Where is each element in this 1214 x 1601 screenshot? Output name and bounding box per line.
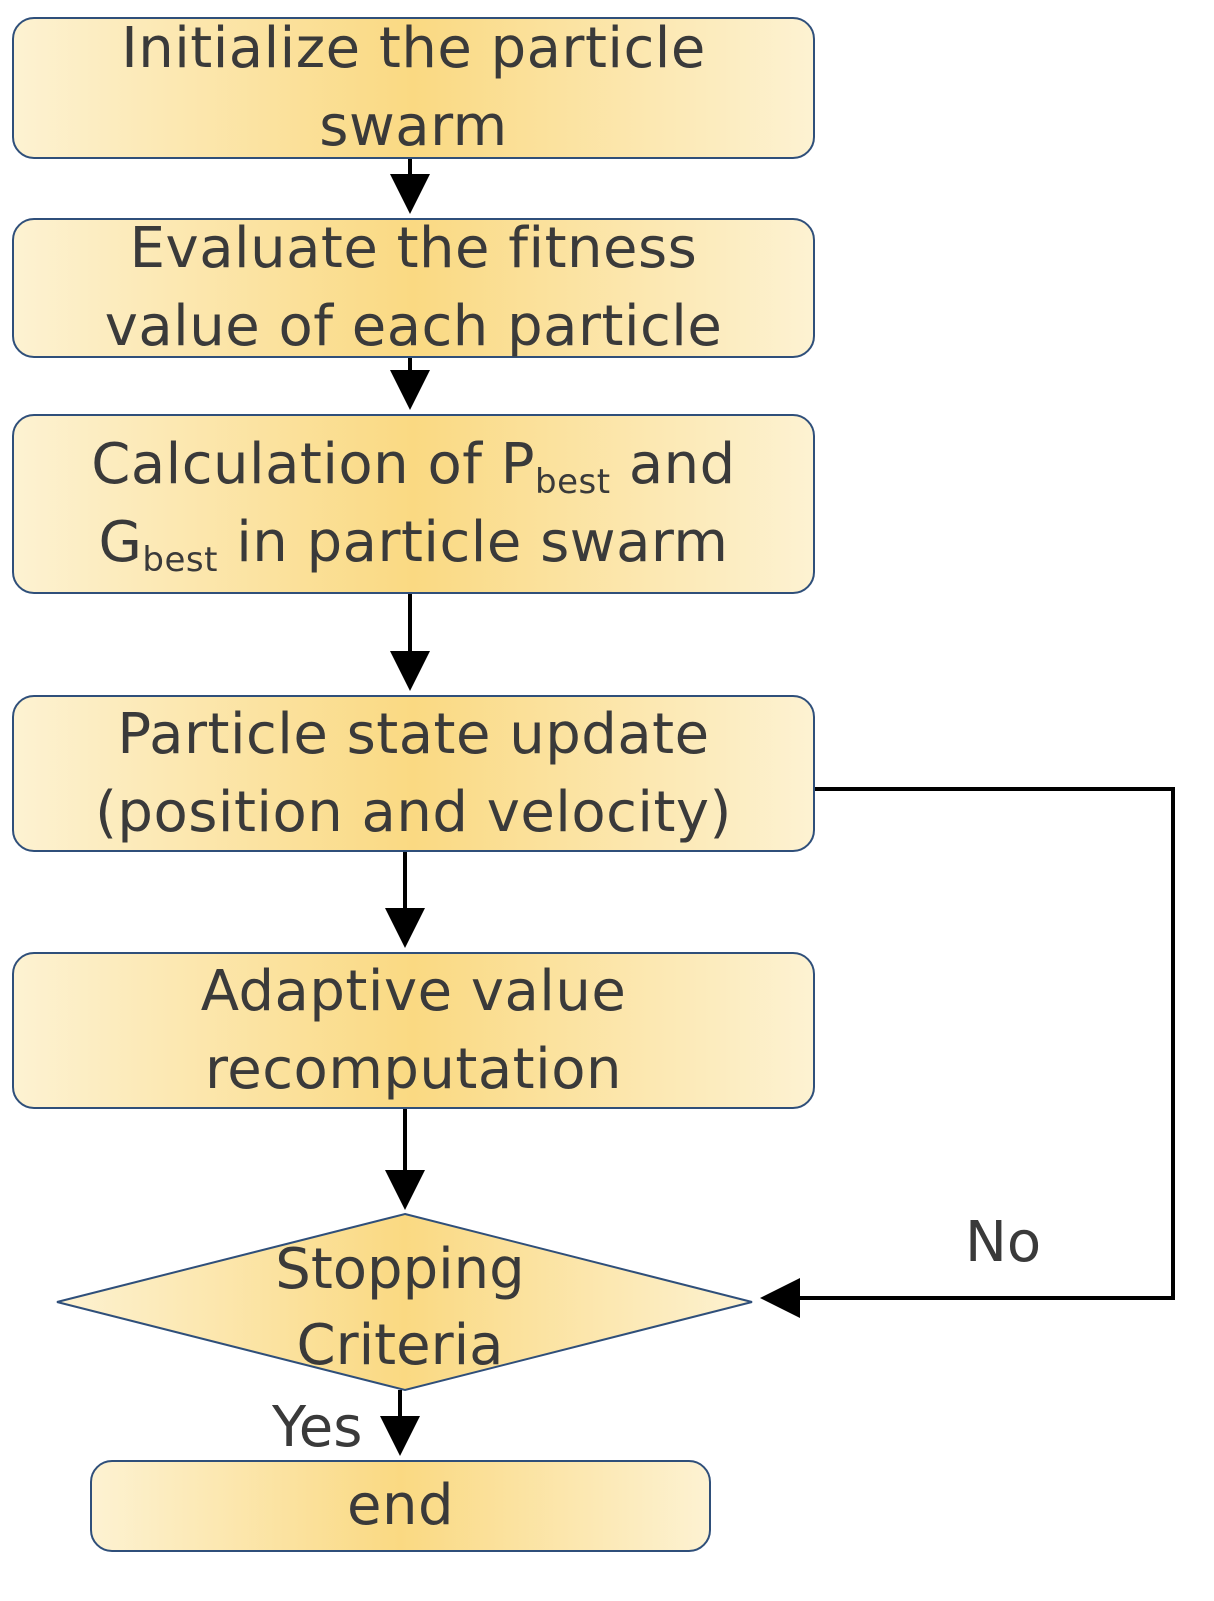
edge-label-yes: Yes	[272, 1395, 363, 1460]
step-adaptive-line2: recomputation	[205, 1036, 622, 1102]
step-evaluate-fitness: Evaluate the fitness value of each parti…	[12, 216, 815, 359]
arrow-no-loop	[760, 787, 1175, 1318]
calc-g-subscript: best	[142, 540, 218, 580]
decision-diamond	[56, 1212, 753, 1392]
step-update-line1: Particle state update	[117, 701, 710, 767]
step-adaptive-line1: Adaptive value	[200, 958, 627, 1024]
calc-p-text: Calculation of P	[91, 432, 536, 497]
edge-label-no: No	[965, 1210, 1042, 1275]
step-initialize-swarm: Initialize the particle swarm	[12, 16, 815, 159]
end-label: end	[347, 1473, 454, 1538]
step-calc-pbest-gbest: Calculation of Pbest and Gbest in partic…	[12, 414, 815, 594]
decision-line2: Criteria	[296, 1313, 504, 1378]
step-initialize-line2: swarm	[319, 94, 508, 159]
calc-g-tail: in particle swarm	[217, 510, 729, 575]
step-update-line2: (position and velocity)	[95, 779, 732, 845]
step-adaptive-value-recomputation: Adaptive value recomputation	[12, 952, 815, 1109]
decision-stopping-criteria: Stopping Criteria	[200, 1232, 600, 1384]
calc-p-tail: and	[610, 432, 736, 497]
calc-g-text: G	[98, 510, 143, 575]
step-initialize-line1: Initialize the particle	[121, 16, 706, 81]
decision-line1: Stopping	[275, 1237, 525, 1302]
step-end: end	[90, 1460, 711, 1552]
step-evaluate-line2: value of each particle	[104, 294, 723, 359]
step-calc-line2: Gbest in particle swarm	[91, 504, 735, 582]
step-calc-line1: Calculation of Pbest and	[91, 426, 735, 504]
calc-p-subscript: best	[535, 462, 611, 502]
step-particle-state-update: Particle state update (position and velo…	[12, 695, 815, 852]
step-evaluate-line1: Evaluate the fitness	[129, 216, 698, 281]
